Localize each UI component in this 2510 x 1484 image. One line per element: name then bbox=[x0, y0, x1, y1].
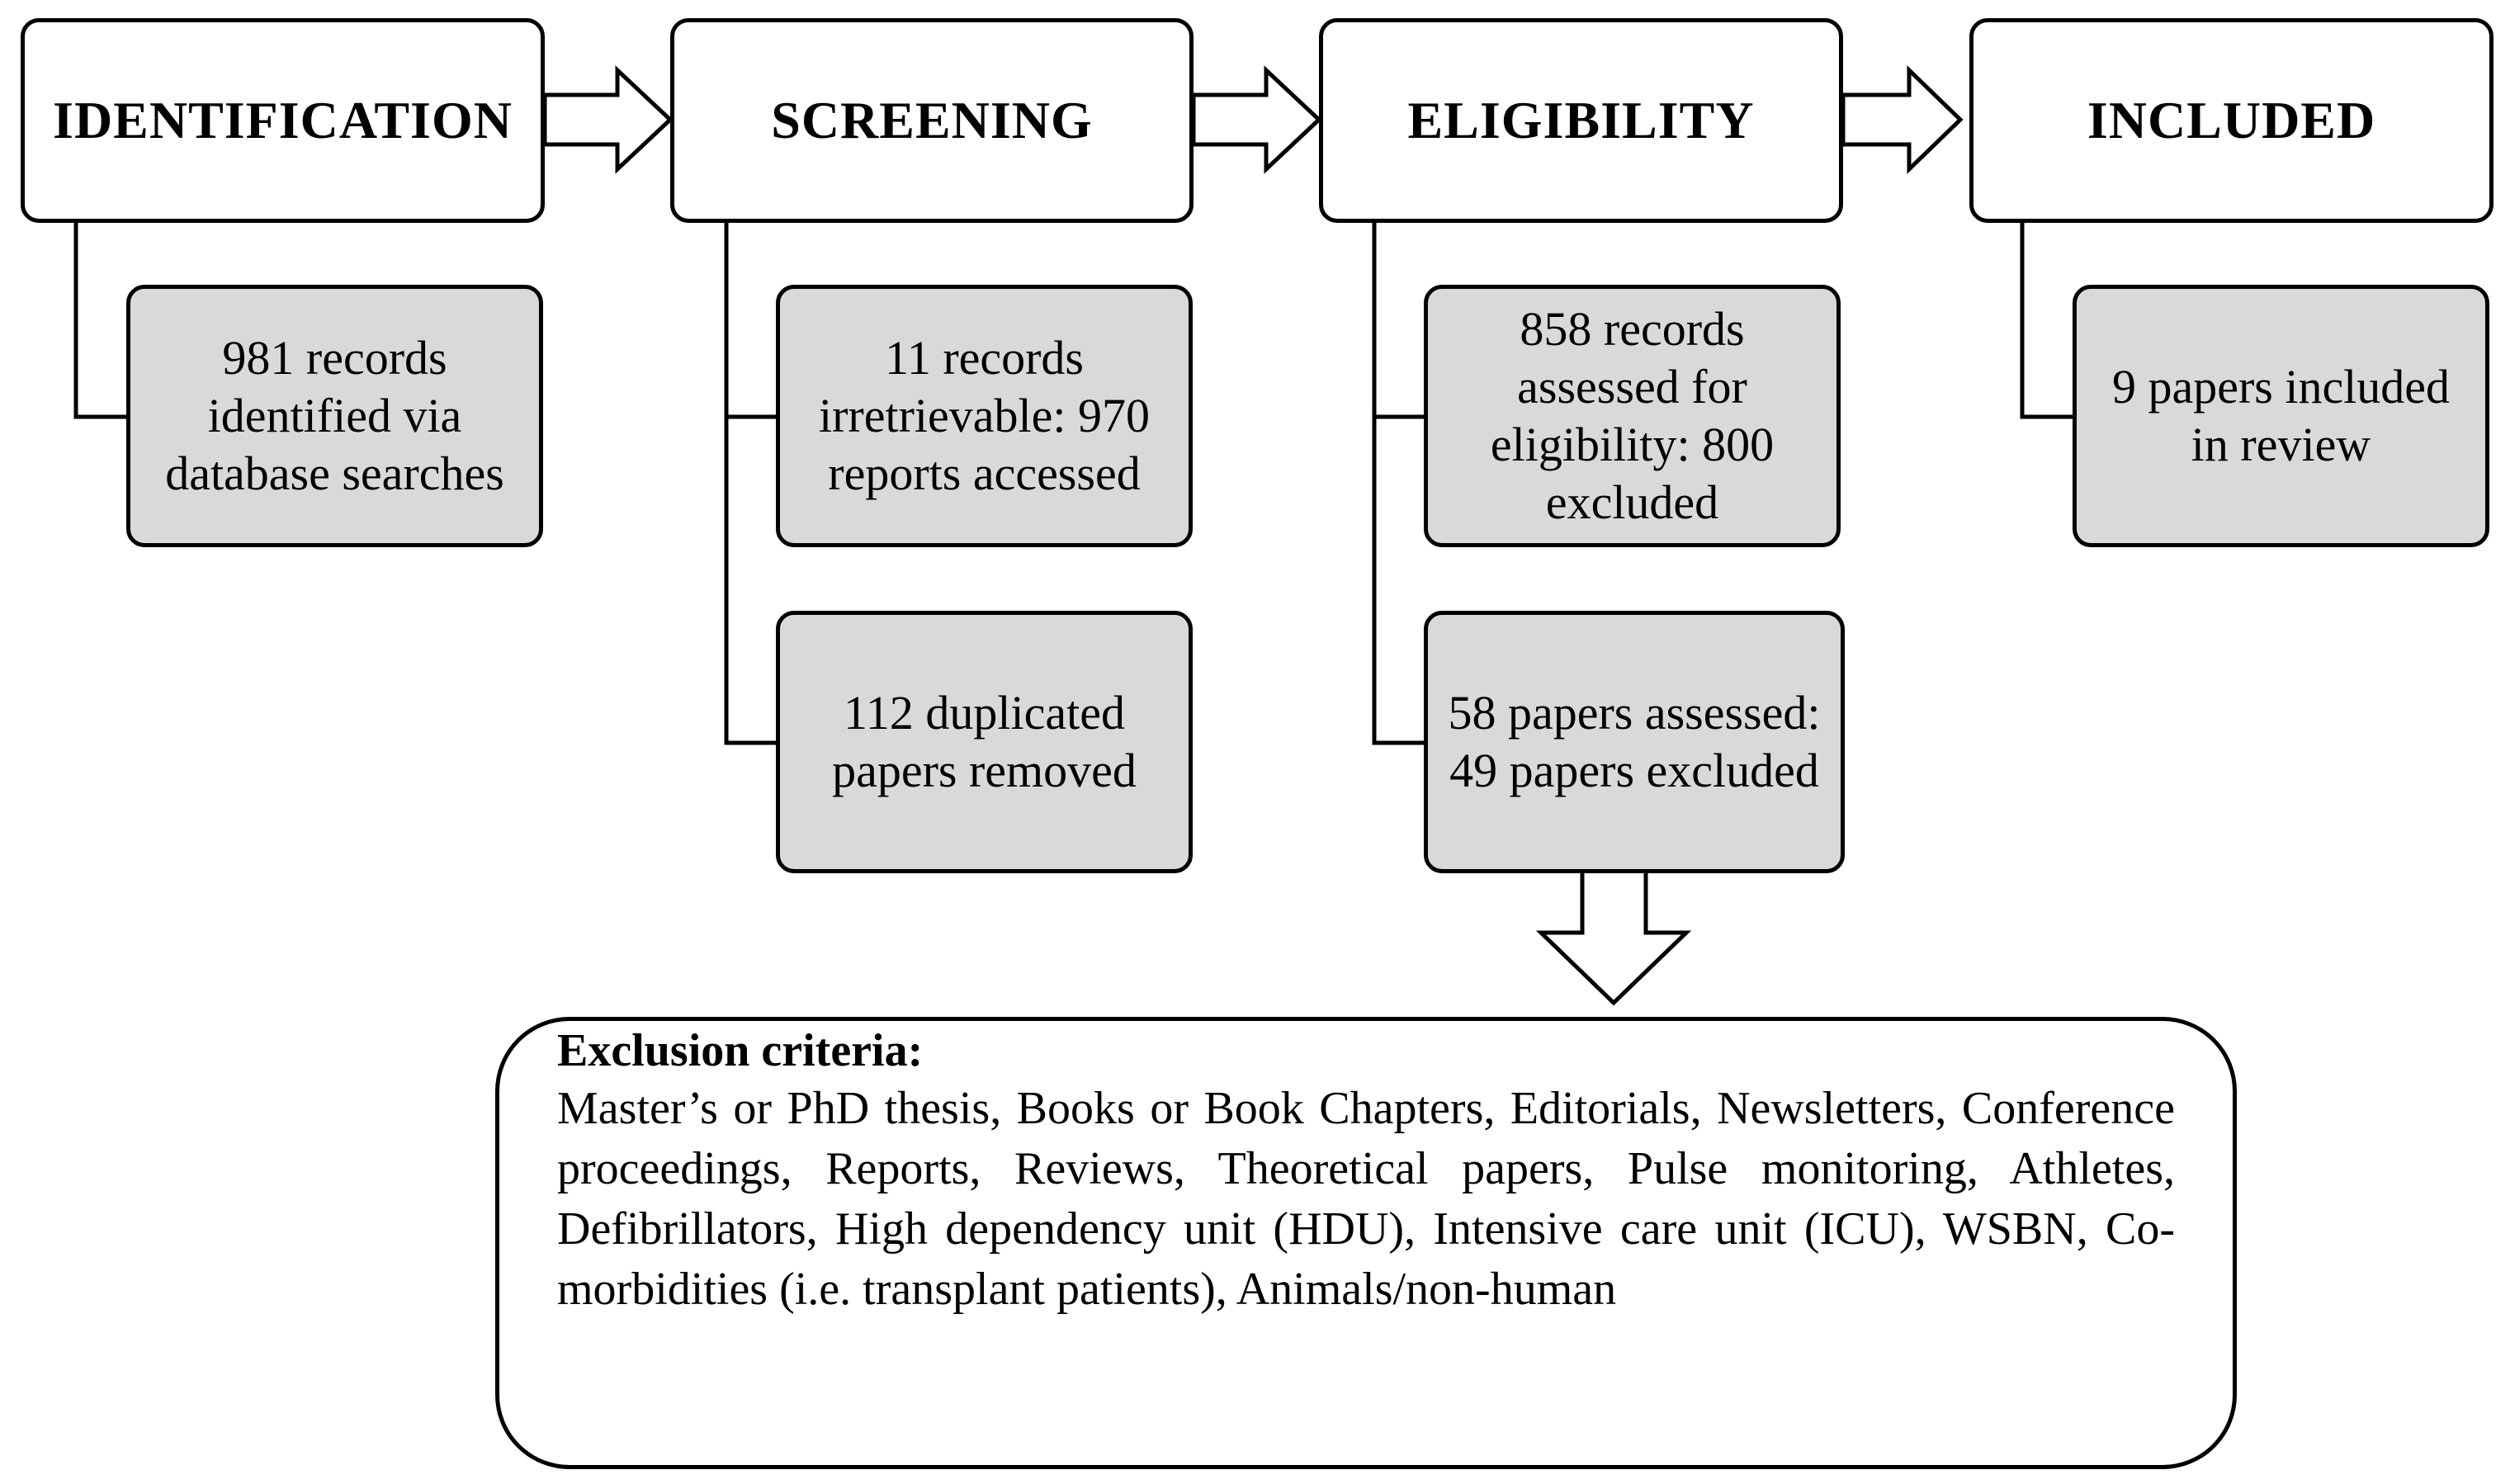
box-text: 981 records identified via database sear… bbox=[165, 331, 504, 500]
box-records-assessed: 858 records assessed for eligibility: 80… bbox=[1424, 285, 1841, 547]
stage-included: INCLUDED bbox=[1969, 18, 2493, 223]
box-text: 112 duplicated papers removed bbox=[832, 686, 1137, 797]
stage-label: ELIGIBILITY bbox=[1407, 91, 1755, 149]
arrow-down-icon bbox=[1535, 866, 1692, 1006]
box-records-identified: 981 records identified via database sear… bbox=[126, 285, 543, 547]
box-text: 9 papers included in review bbox=[2111, 360, 2451, 471]
arrow-right-icon bbox=[1841, 65, 1964, 174]
connector-included bbox=[2020, 221, 2074, 419]
exclusion-criteria-title: Exclusion criteria: bbox=[557, 1025, 924, 1076]
box-papers-included: 9 papers included in review bbox=[2073, 285, 2489, 547]
stage-label: INCLUDED bbox=[2087, 91, 2376, 149]
exclusion-criteria-box: Exclusion criteria: Master’s or PhD thes… bbox=[495, 1017, 2237, 1469]
box-text: 858 records assessed for eligibility: 80… bbox=[1490, 302, 1775, 529]
connector-screening bbox=[724, 221, 778, 745]
arrow-right-icon bbox=[542, 65, 674, 174]
connector-identification bbox=[73, 221, 128, 419]
box-records-irretrievable: 11 records irretrievable: 970 reports ac… bbox=[776, 285, 1193, 547]
stage-label: SCREENING bbox=[771, 91, 1093, 149]
stage-identification: IDENTIFICATION bbox=[21, 18, 545, 223]
box-text: 11 records irretrievable: 970 reports ac… bbox=[819, 331, 1150, 500]
exclusion-criteria-text: Master’s or PhD thesis, Books or Book Ch… bbox=[557, 1083, 2175, 1315]
stage-eligibility: ELIGIBILITY bbox=[1319, 18, 1843, 223]
box-duplicates-removed: 112 duplicated papers removed bbox=[776, 611, 1193, 873]
box-papers-assessed: 58 papers assessed: 49 papers excluded bbox=[1424, 611, 1845, 873]
arrow-right-icon bbox=[1191, 65, 1322, 174]
stage-screening: SCREENING bbox=[670, 18, 1194, 223]
box-text: 58 papers assessed: 49 papers excluded bbox=[1448, 686, 1821, 797]
connector-eligibility bbox=[1372, 221, 1425, 745]
stage-label: IDENTIFICATION bbox=[53, 91, 513, 149]
